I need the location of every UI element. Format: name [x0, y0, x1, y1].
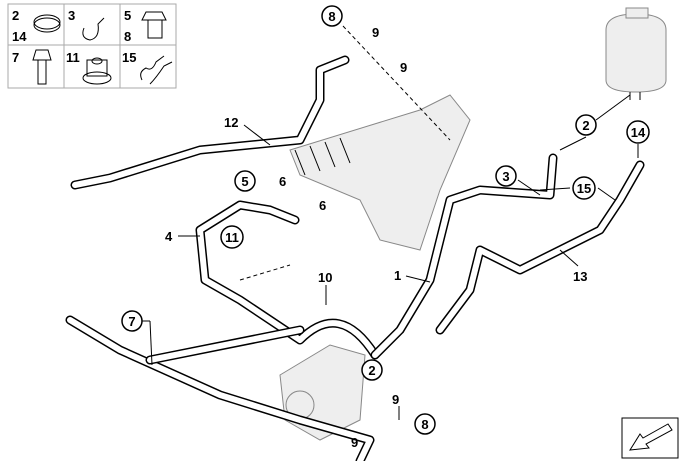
svg-text:3: 3	[68, 8, 75, 23]
legend-grid: 2 14 3 5 8 7 11 15	[7, 3, 177, 89]
callout-9d[interactable]: 9	[351, 435, 358, 450]
banjo-bolt-icon	[141, 11, 167, 39]
callout-7[interactable]: 7	[121, 310, 143, 332]
callout-8b[interactable]: 8	[414, 413, 436, 435]
hoses	[65, 55, 645, 461]
callout-12[interactable]: 12	[224, 115, 238, 130]
clip-icon	[82, 17, 105, 41]
svg-text:7: 7	[128, 314, 135, 329]
svg-text:2: 2	[368, 363, 375, 378]
svg-text:5: 5	[124, 8, 131, 23]
svg-text:7: 7	[12, 50, 19, 65]
svg-text:2: 2	[12, 8, 19, 23]
callout-14[interactable]: 14	[626, 120, 650, 144]
callout-2b[interactable]: 2	[575, 114, 597, 136]
callout-9a[interactable]: 9	[372, 25, 379, 40]
svg-text:14: 14	[12, 29, 27, 44]
orientation-arrow-icon	[621, 417, 679, 459]
svg-text:11: 11	[225, 230, 239, 245]
svg-text:5: 5	[241, 174, 248, 189]
svg-text:3: 3	[502, 169, 509, 184]
callout-10[interactable]: 10	[318, 270, 332, 285]
callout-8a[interactable]: 8	[321, 5, 343, 27]
leader-lines	[142, 25, 639, 420]
hose-clamp-icon	[33, 14, 61, 33]
callout-4[interactable]: 4	[165, 229, 173, 244]
callout-2a[interactable]: 2	[361, 359, 383, 381]
svg-text:11: 11	[66, 50, 80, 65]
svg-text:14: 14	[631, 125, 646, 140]
callout-11[interactable]: 11	[220, 225, 244, 249]
svg-text:8: 8	[124, 29, 131, 44]
callout-15[interactable]: 15	[572, 176, 596, 200]
svg-text:8: 8	[421, 417, 428, 432]
callout-1[interactable]: 1	[394, 268, 401, 283]
callout-6b[interactable]: 6	[319, 198, 326, 213]
double-clip-icon	[140, 55, 173, 85]
fluid-reservoir	[605, 7, 667, 100]
svg-text:8: 8	[328, 9, 335, 24]
callout-3[interactable]: 3	[495, 165, 517, 187]
callout-9b[interactable]: 9	[400, 60, 407, 75]
svg-text:2: 2	[582, 118, 589, 133]
callout-9c[interactable]: 9	[392, 392, 399, 407]
svg-text:15: 15	[577, 181, 591, 196]
callout-13[interactable]: 13	[573, 269, 587, 284]
collar-nut-icon	[82, 57, 112, 85]
steering-rack	[289, 94, 471, 251]
svg-text:15: 15	[122, 50, 136, 65]
callout-5[interactable]: 5	[234, 170, 256, 192]
callout-6a[interactable]: 6	[279, 174, 286, 189]
hex-bolt-icon	[32, 49, 52, 85]
